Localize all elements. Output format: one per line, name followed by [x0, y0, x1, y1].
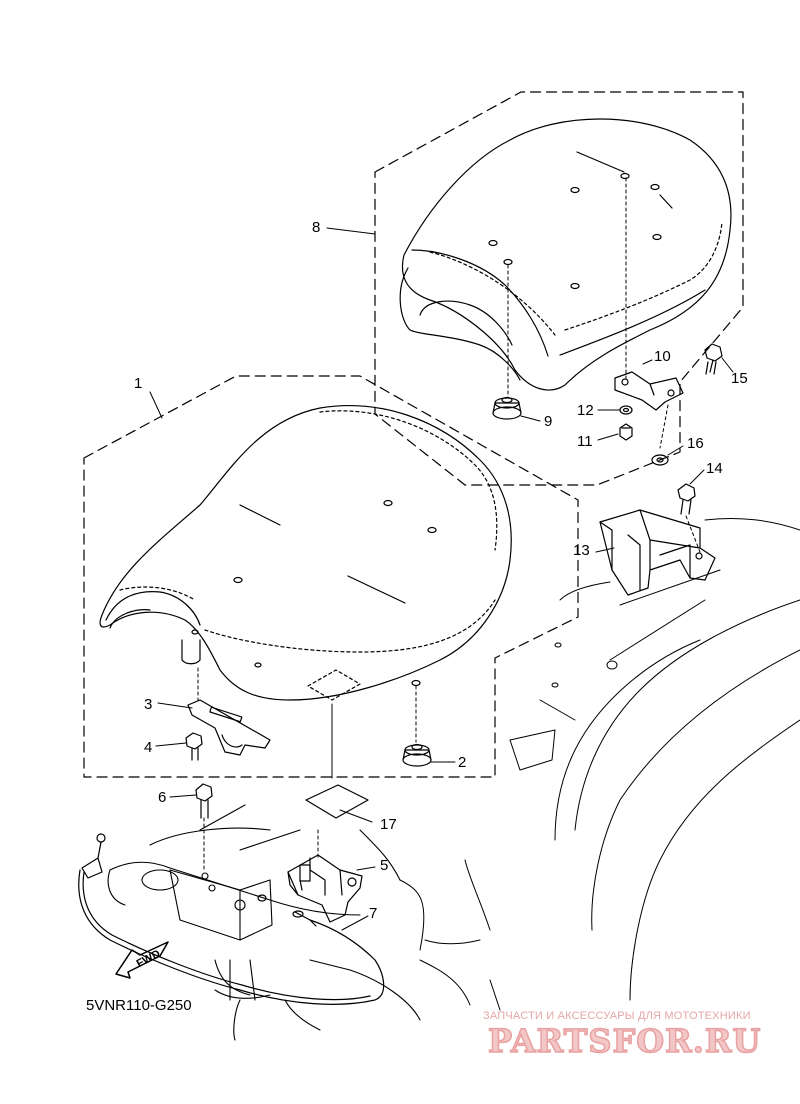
callout-16: 16: [687, 435, 704, 452]
callout-9: 9: [544, 413, 553, 430]
callout-5: 5: [380, 857, 389, 874]
callout-1: 1: [134, 375, 143, 392]
bracket-10: [614, 371, 684, 411]
washer-16: [651, 454, 669, 466]
callout-14: 14: [706, 460, 723, 477]
rear-seat-boundary: [374, 91, 744, 486]
watermark-logo: PARTSFOR.RU: [487, 1021, 762, 1061]
callout-7: 7: [369, 905, 378, 922]
damper-2: [402, 743, 432, 767]
front-seat: [99, 405, 512, 701]
callout-10: 10: [654, 348, 671, 365]
callout-17: 17: [380, 816, 397, 833]
bolt-11: [619, 423, 633, 441]
rear-seat: [399, 118, 732, 391]
callout-8: 8: [312, 219, 321, 236]
bolt-6: [195, 783, 213, 819]
leader-lines: [149, 227, 734, 931]
cable-7: [78, 833, 385, 1005]
rear-frame: [107, 804, 421, 1041]
callout-2: 2: [458, 754, 467, 771]
bracket-13: [599, 509, 716, 596]
bracket-3: [187, 699, 271, 756]
bolt-4: [185, 732, 203, 761]
damper-9: [492, 396, 522, 420]
callout-13: 13: [573, 542, 590, 559]
callout-11: 11: [577, 433, 593, 450]
callout-12: 12: [577, 402, 594, 419]
frame-outline: [399, 518, 800, 1011]
callout-3: 3: [144, 696, 153, 713]
sheet-17: [305, 784, 369, 819]
front-seat-boundary: [83, 375, 579, 778]
callout-15: 15: [731, 370, 748, 387]
callout-4: 4: [144, 739, 153, 756]
washer-12: [619, 405, 633, 415]
watermark-tagline: ЗАПЧАСТИ И АКСЕССУАРЫ ДЛЯ МОТОТЕХНИКИ: [483, 1010, 751, 1022]
seat-lock-5: [287, 854, 363, 923]
bolt-15: [704, 343, 723, 375]
callout-6: 6: [158, 789, 167, 806]
fwd-arrow-icon: [115, 941, 169, 979]
bolt-14: [677, 483, 696, 515]
drawing-code: 5VNR110-G250: [86, 997, 192, 1014]
